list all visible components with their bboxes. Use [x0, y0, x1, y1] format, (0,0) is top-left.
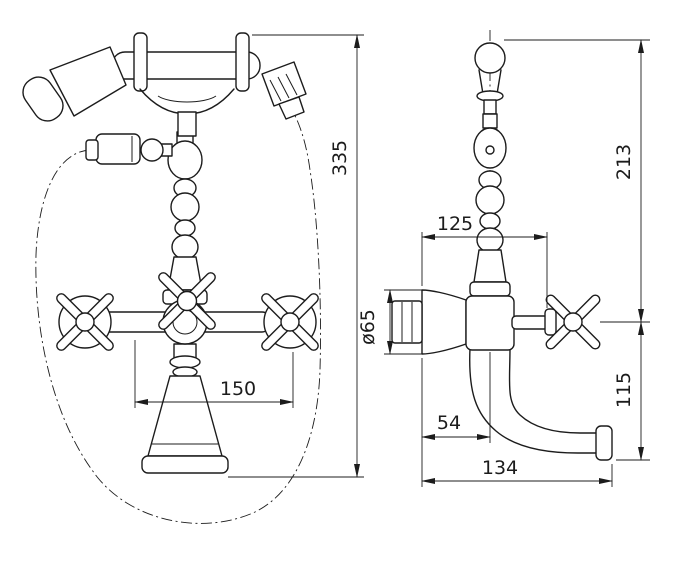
dim-flange-diameter: ø65: [357, 289, 424, 355]
dim-label-overall-height: 335: [329, 140, 351, 176]
dim-overall-height: 335: [228, 34, 364, 478]
dim-top-width: 125: [421, 213, 548, 308]
valve-cross-handle-side: [511, 294, 601, 350]
dim-label-top-width: 125: [437, 213, 473, 235]
mixer-body-side: [465, 295, 515, 351]
side-view: ø65 125 213 115 54: [357, 30, 650, 487]
right-valve-cross-handle: [261, 293, 319, 351]
dim-label-flange-diameter: ø65: [357, 309, 379, 345]
front-view: 150 335: [22, 32, 364, 524]
dim-label-wall-offset: 54: [437, 412, 461, 434]
hand-shower: [22, 46, 261, 122]
dim-label-lower-height: 115: [613, 372, 635, 408]
dim-spout-reach: 134: [421, 457, 613, 487]
shower-cradle: [133, 32, 250, 137]
left-valve-cross-handle: [56, 293, 114, 351]
diverter-hose-fitting: [85, 133, 173, 165]
diverter-cross-handle: [158, 272, 216, 345]
shower-hose-line: [35, 107, 321, 524]
tub-spout-side: [469, 347, 613, 461]
dim-wall-offset: 54: [421, 352, 491, 487]
hose-nipple: [261, 61, 307, 120]
dim-label-valve-spacing: 150: [220, 378, 256, 400]
cradle-hook-side: [474, 42, 506, 115]
spout-bell-front: [141, 343, 229, 474]
dim-upper-height: 213: [504, 39, 650, 323]
mounting-nut: [391, 300, 423, 344]
dim-lower-height: 115: [613, 321, 650, 461]
dim-valve-spacing: 150: [134, 340, 294, 408]
dim-label-spout-reach: 134: [482, 457, 518, 479]
riser-column-side: [469, 113, 511, 297]
dim-label-upper-height: 213: [613, 144, 635, 180]
wall-flange: [421, 289, 467, 355]
